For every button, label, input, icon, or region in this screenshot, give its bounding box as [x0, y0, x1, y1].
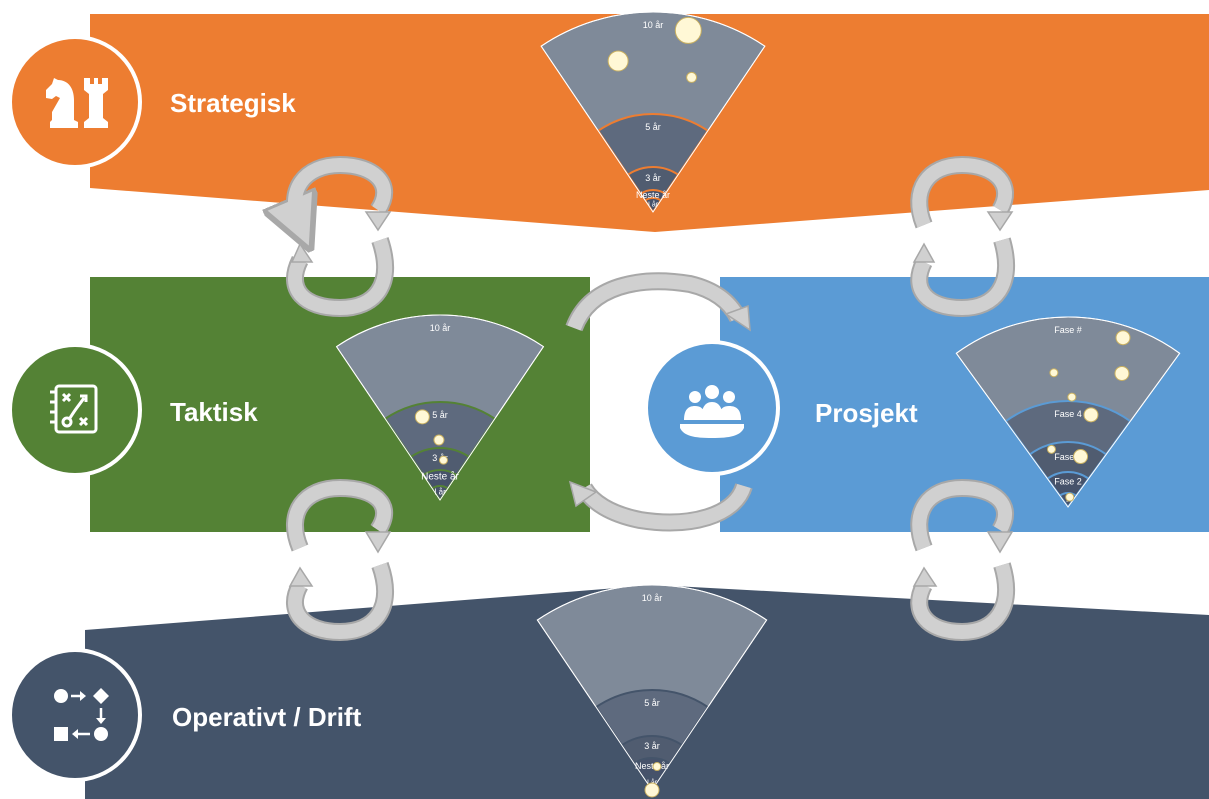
fan-ring-label: 10 år	[430, 323, 451, 333]
project-circle	[644, 340, 780, 476]
fan-outline	[335, 314, 545, 501]
fan-marker	[1065, 492, 1075, 502]
fan-marker	[433, 434, 445, 446]
fan-ring-label: 5 år	[644, 698, 660, 708]
process-flow-icon	[54, 688, 109, 741]
fan-ring-label: 5 år	[645, 122, 661, 132]
fan-marker	[1049, 368, 1059, 378]
fan-ring-label: Fase 2	[1054, 477, 1082, 487]
fan-marker	[414, 409, 430, 425]
fan-marker	[1073, 449, 1089, 465]
fan-outline	[536, 584, 768, 791]
fan-ring-label: Fase #	[1054, 325, 1082, 335]
fan-ring-label: 3 år	[645, 173, 661, 183]
chess-knight-rook-icon	[46, 78, 108, 128]
fan-ring-label: Fase 3	[1054, 452, 1082, 462]
fan-ring-label: Fase 4	[1054, 409, 1082, 419]
cycle-arrow-strategic-tactical	[292, 155, 394, 318]
cycle-arrow-strategic-project	[910, 155, 1015, 318]
fan-ring-label: I år	[434, 487, 446, 496]
fan-ring-2	[596, 113, 710, 214]
fan-marker	[438, 455, 448, 465]
fan-ring-label: Neste år	[421, 471, 459, 483]
fan-marker	[652, 762, 662, 772]
fan-marker	[607, 50, 629, 72]
tactical-circle	[8, 343, 142, 477]
fan-marker	[674, 16, 702, 44]
meeting-group-icon	[680, 385, 744, 438]
fan-ring-4	[1046, 471, 1090, 509]
strategic-circle	[8, 35, 142, 169]
tactics-plan-icon	[50, 384, 98, 434]
fan-outline	[955, 316, 1181, 508]
fan-ring-label: I år	[648, 200, 659, 208]
fan-marker	[1067, 392, 1077, 402]
fan-ring-label: 5 år	[432, 410, 448, 420]
fan-ring-label: 10 år	[642, 593, 663, 603]
fan-outline	[540, 11, 766, 213]
fan-ring-label: Neste år	[636, 190, 670, 200]
fan-marker	[1046, 444, 1056, 454]
fan-marker	[686, 71, 698, 83]
fan-ring-label: 3 år	[644, 741, 660, 751]
fan-marker	[1115, 330, 1131, 346]
project-label: Prosjekt	[815, 398, 918, 428]
fan-marker	[644, 782, 660, 798]
fan-ring-label: I år	[647, 778, 658, 786]
operational-circle	[8, 648, 142, 782]
fan-marker	[1114, 365, 1130, 381]
operational-fan: 10 år 5 år 3 år Neste år I år	[536, 584, 768, 798]
fan-ring-label: Neste år	[635, 761, 669, 771]
cycle-arrow-tactical-project	[565, 272, 753, 532]
fan-ring-label: 10 år	[643, 20, 664, 30]
fan-marker	[1083, 407, 1099, 423]
strategic-label: Strategisk	[170, 88, 296, 118]
strategic-fan: 10 år 5 år 3 år Neste årI år	[540, 11, 766, 214]
cycle-arrow-tactical-operational	[286, 478, 394, 642]
cycle-arrow-project-operational	[910, 478, 1015, 642]
operational-label: Operativt / Drift	[172, 702, 362, 732]
tactical-label: Taktisk	[170, 397, 258, 427]
